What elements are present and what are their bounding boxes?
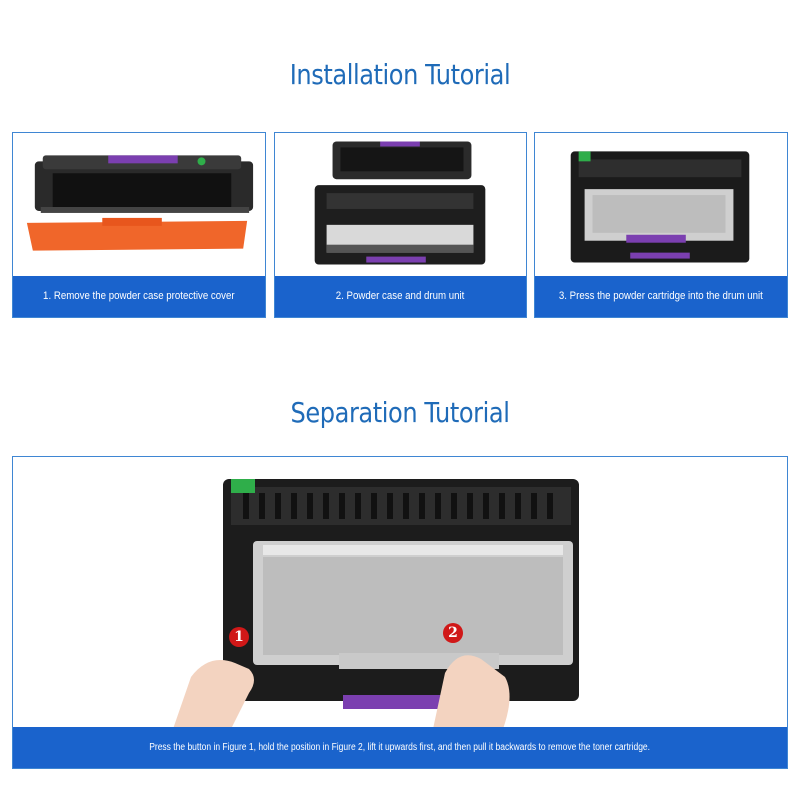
powder-case-and-drum-unit-image — [314, 141, 486, 265]
step-1-caption: 1. Remove the powder case protective cov… — [13, 276, 265, 317]
step-3-panel: 3. Press the powder cartridge into the d… — [534, 132, 788, 318]
step-3-caption: 3. Press the powder cartridge into the d… — [535, 276, 787, 317]
cartridge-separation-image — [173, 479, 579, 729]
step-1-panel: 1. Remove the powder case protective cov… — [12, 132, 266, 318]
separation-title: Separation Tutorial — [290, 396, 510, 429]
installation-title: Installation Tutorial — [289, 58, 511, 91]
toner-cartridge-with-cover-image — [26, 155, 254, 251]
step-2-panel: 2. Powder case and drum unit — [274, 132, 527, 318]
separation-panel: 1 2 Press the button in Figure 1, hold t… — [12, 456, 788, 769]
marker-2: 2 — [443, 623, 463, 643]
separation-caption: Press the button in Figure 1, hold the p… — [13, 727, 787, 768]
assembled-cartridge-image — [570, 151, 750, 263]
marker-1: 1 — [229, 627, 249, 647]
step-2-caption: 2. Powder case and drum unit — [275, 276, 526, 317]
